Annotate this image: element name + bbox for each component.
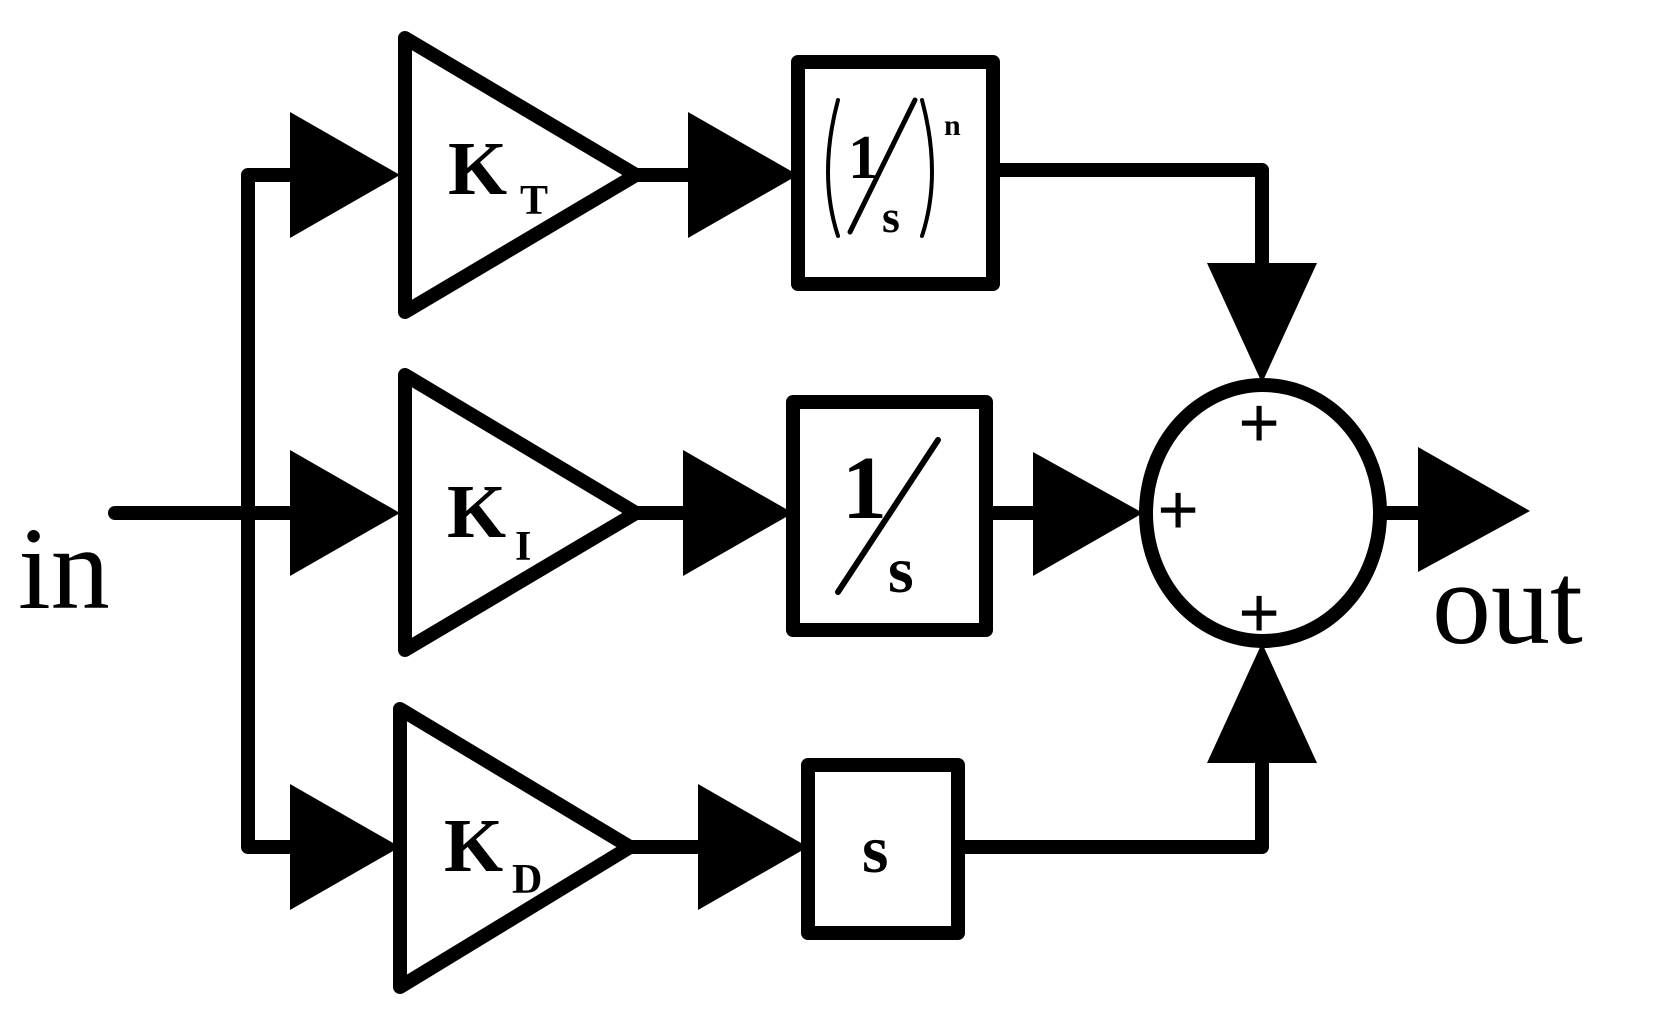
gain-label-top: K T bbox=[448, 127, 548, 224]
block-top-expression: 1 s n bbox=[826, 97, 961, 242]
gain-triangle-middle bbox=[398, 368, 643, 657]
input-label: in bbox=[18, 503, 110, 634]
arrow-to-block-middle bbox=[683, 450, 793, 576]
gain-triangle-top bbox=[398, 31, 643, 319]
block-middle-expression: 1 s bbox=[835, 437, 941, 607]
output-arrow bbox=[1418, 447, 1530, 572]
svg-text:s: s bbox=[888, 534, 914, 607]
line-top-branch-to-sum bbox=[986, 163, 1269, 282]
arrow-to-gain-middle bbox=[290, 450, 400, 576]
output-label: out bbox=[1432, 538, 1583, 669]
gain-label-middle: K I bbox=[447, 470, 531, 570]
arrow-to-block-bottom bbox=[698, 784, 808, 910]
sum-sign-left: + bbox=[1157, 470, 1199, 552]
svg-text:D: D bbox=[512, 857, 542, 903]
sum-sign-bottom: + bbox=[1238, 573, 1280, 655]
svg-text:n: n bbox=[944, 109, 961, 142]
svg-text:K: K bbox=[444, 804, 503, 888]
gain-label-bottom: K D bbox=[444, 804, 542, 903]
svg-text:1: 1 bbox=[842, 439, 887, 538]
sum-sign-top: + bbox=[1238, 383, 1280, 465]
svg-text:K: K bbox=[448, 127, 507, 211]
gain-triangle-bottom bbox=[393, 702, 637, 994]
line-bottom-branch-to-sum bbox=[951, 748, 1269, 854]
block-bottom-expression: s bbox=[862, 811, 888, 887]
arrow-to-block-top bbox=[688, 112, 798, 238]
svg-text:s: s bbox=[882, 191, 900, 242]
arrow-top-into-sum bbox=[1207, 263, 1317, 383]
arrow-to-gain-bottom bbox=[290, 784, 400, 910]
arrow-middle-into-sum bbox=[1033, 452, 1143, 576]
arrow-bottom-into-sum bbox=[1207, 643, 1317, 763]
svg-text:T: T bbox=[520, 178, 548, 224]
svg-text:I: I bbox=[515, 524, 531, 570]
arrow-to-gain-top bbox=[290, 112, 400, 238]
svg-text:K: K bbox=[447, 470, 506, 554]
